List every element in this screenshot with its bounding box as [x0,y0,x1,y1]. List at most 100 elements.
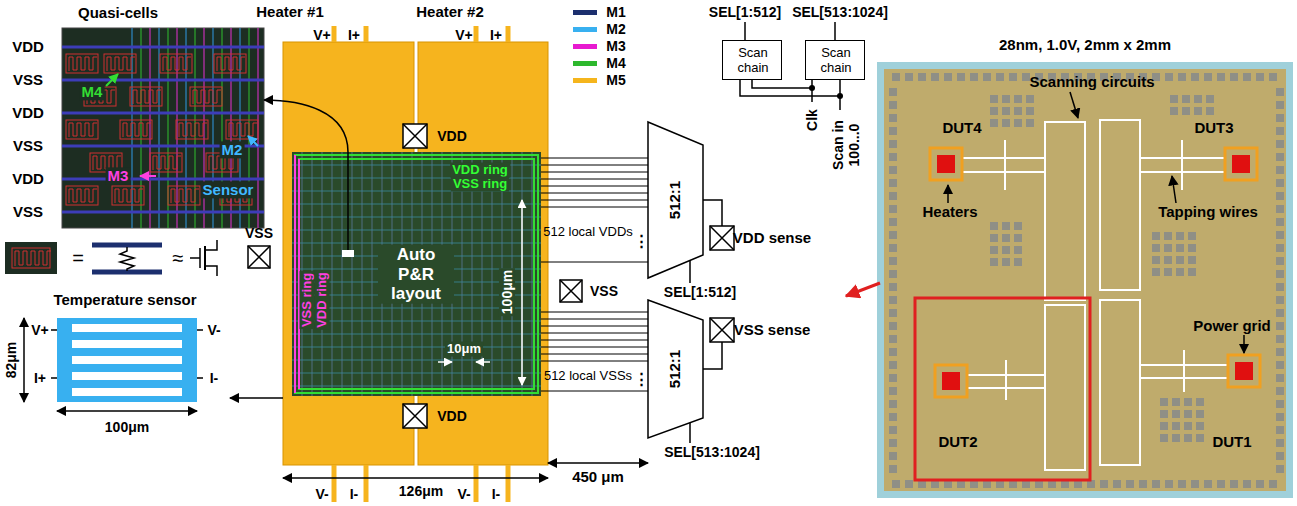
chip-pads [1026,107,1034,115]
quasi-cell-layout [149,28,151,228]
chip-pads [1217,73,1225,81]
chip-pads [889,88,897,96]
resistor-equivalence [5,242,57,274]
annotation-label: ⋮ [634,232,649,249]
power-grid-layout [332,152,333,396]
temperature-sensor-drawing [51,377,57,379]
chip-pads [1164,268,1172,276]
temperature-sensor-drawing [197,329,203,331]
resistor-equivalence [190,257,200,259]
supply-pads [560,280,582,302]
chip-pads [1184,398,1192,406]
chip-pads [1164,244,1172,252]
chip-pads [1152,232,1160,240]
chip-photo-drawing [884,69,1286,491]
chip-pads [1026,95,1034,103]
connector [541,312,648,391]
chip-pads [889,400,897,408]
chip-pads [889,439,897,447]
quasi-cell-layout [214,54,246,73]
heater-drawing [474,26,479,42]
annotation-label: = [72,247,84,270]
node-title: Quasi-cells [78,4,158,21]
chip-pads [889,257,897,265]
chip-pads [983,73,991,81]
scan-wiring [834,22,836,40]
temperature-sensor-drawing [72,388,182,396]
chip-pads [889,374,897,382]
chip-pads [1014,246,1022,254]
annotation-label: 10μm [445,342,483,357]
chip-pads [1139,480,1147,488]
chip-pads [1256,73,1264,81]
chip-pads [1002,222,1010,230]
power-grid-layout [292,347,541,348]
chip-pads [1014,222,1022,230]
chip-pads [990,234,998,242]
power-grid-layout [438,361,452,363]
scan-wiring [839,80,841,110]
chip-pads [1009,73,1017,81]
chip-pads [1204,73,1212,81]
chip-pads [1061,480,1069,488]
quasi-cell-layout [107,57,135,71]
node-title: 28nm, 1.0V, 2mm x 2mm [999,36,1171,53]
chip-pads [1087,480,1095,488]
resistor-equivalence [5,240,270,276]
chip-pads [889,101,897,109]
annotation-label: V+ [455,27,473,43]
chip-pads [1276,361,1284,369]
annotation-label: VSS sense [734,321,811,338]
chip-pads [889,322,897,330]
annotation-label: I- [210,370,219,386]
chip-pads [889,205,897,213]
chip-pads [1243,480,1251,488]
chip-pads [889,452,897,460]
chip-pads [1196,434,1204,442]
chip-photo-drawing [937,155,955,173]
chip-pads [889,231,897,239]
power-grid-layout [292,360,541,361]
power-grid-layout [352,152,353,396]
chip-pads [1152,244,1160,252]
chip-pads [1152,256,1160,264]
chip-pads [889,153,897,161]
power-grid-layout [362,152,363,396]
chip-pads [1276,309,1284,317]
quasi-cell-layout [106,74,118,86]
quasi-cell-layout [66,54,98,73]
chip-photo-drawing [942,372,960,390]
quasi-cell-layout [62,112,264,115]
chip-pads [996,73,1004,81]
chip-pads [990,119,998,127]
chip-pads [1191,480,1199,488]
chip-pads [1014,107,1022,115]
power-grid-layout [522,152,523,396]
heater-drawing [474,465,479,502]
heater-drawing [364,26,369,42]
resistor-layout [12,248,51,268]
quasi-cell-layout [229,123,257,137]
chip-pads [905,480,913,488]
annotation-label: Tapping wires [1158,203,1258,220]
quasi-cell-layout [171,189,199,203]
chip-pads [1276,348,1284,356]
legend-swatch [573,10,597,15]
chip-photo-drawing [915,298,1090,480]
node-title: 512:1 [666,350,683,388]
temperature-sensor-drawing [51,329,57,331]
quasi-cell-layout [62,178,264,181]
connector [264,100,348,152]
scan-chain-box: Scan chain [722,40,782,80]
chip-pads [1172,422,1180,430]
annotation-label: Sensor [201,181,256,198]
chip-pads [1196,410,1204,418]
chip-pads [889,218,897,226]
annotation-label: V- [457,486,470,502]
supply-pads [403,124,427,148]
quasi-cell-layout [62,28,264,228]
quasi-cell-layout [190,87,222,106]
resistor-layout [12,248,50,268]
chip-pads [1172,410,1180,418]
chip-pads [1022,480,1030,488]
